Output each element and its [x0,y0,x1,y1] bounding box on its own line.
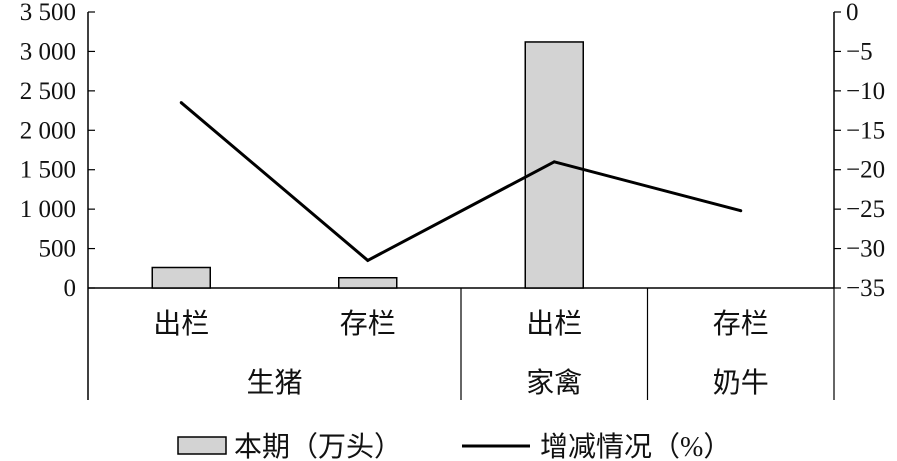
bar [151,266,211,289]
right-tick-label: −15 [846,117,885,144]
legend-bar-label: 本期（万头） [234,431,402,461]
left-tick-label: 1 000 [20,196,76,223]
left-tick-label: 3 000 [20,38,76,65]
right-tick-label: −5 [846,38,873,65]
category-label: 出栏 [526,308,582,340]
left-axis-ticks: 0 500 1 000 1 500 2 000 2 500 3 000 3 500 [20,0,95,302]
bar [524,41,584,289]
left-tick-label: 500 [39,236,77,263]
bar-series [151,41,584,289]
group-label: 生猪 [246,367,302,399]
left-tick-label: 0 [64,275,77,302]
category-label: 存栏 [713,308,769,340]
right-axis-ticks: 0 −5 −10 −15 −20 −25 −30 −35 [834,0,885,302]
axes [87,12,835,400]
right-tick-label: −25 [846,196,885,223]
right-tick-label: −20 [846,157,885,184]
right-tick-label: −35 [846,275,885,302]
left-tick-label: 2 000 [20,117,76,144]
left-tick-label: 3 500 [20,0,76,26]
category-label: 出栏 [153,308,209,340]
category-label: 存栏 [340,308,396,340]
line-point [739,209,743,213]
legend-bar-swatch [177,436,227,455]
line-point [366,258,370,262]
right-tick-label: −10 [846,78,885,105]
bar [338,276,398,289]
group-label: 家禽 [526,367,582,399]
right-tick-label: −30 [846,236,885,263]
legend: 本期（万头） 增减情况（%） [177,431,731,461]
line-point [179,101,183,105]
left-tick-label: 2 500 [20,78,76,105]
line-path [180,101,742,263]
right-tick-label: 0 [846,0,859,26]
line-point [552,160,556,164]
legend-line-label: 增减情况（%） [540,431,731,461]
left-tick-label: 1 500 [20,157,76,184]
group-label: 奶牛 [713,367,769,399]
line-series [179,101,743,263]
